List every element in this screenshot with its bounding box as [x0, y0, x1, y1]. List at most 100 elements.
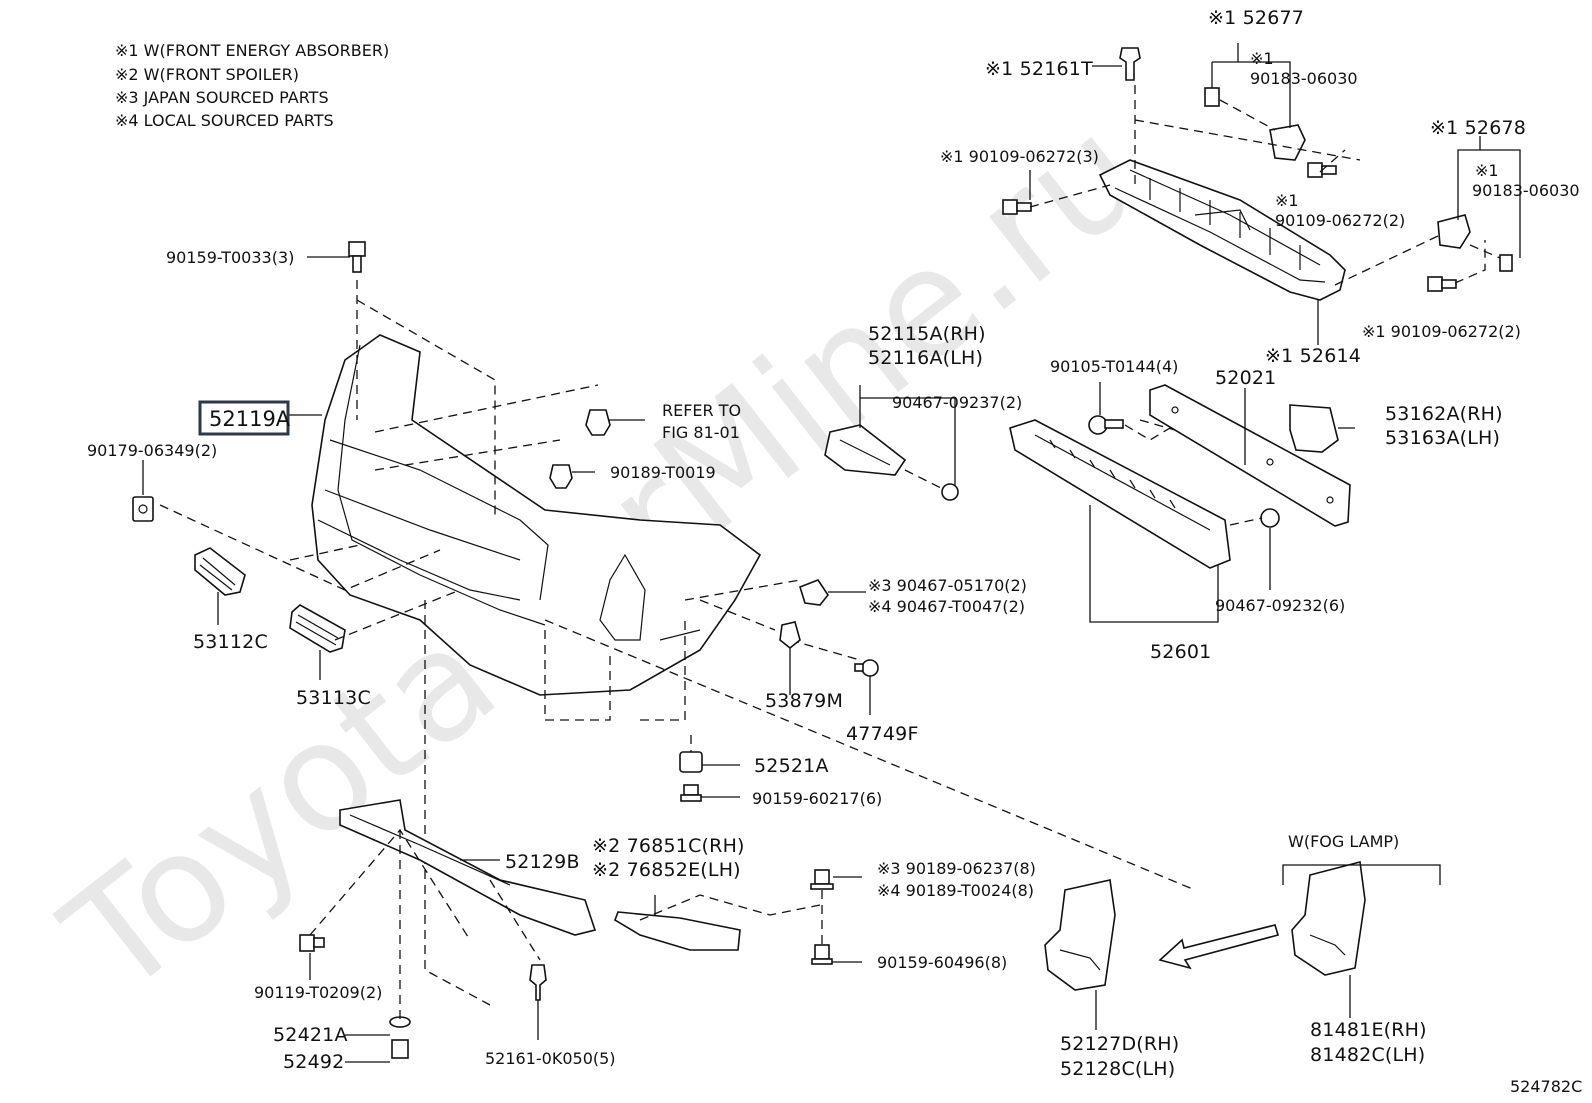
diagram-id: 524782C: [1510, 1077, 1582, 1096]
nut-90467-09232-icon: [1260, 508, 1280, 528]
bolt-90159-60217-icon: [680, 784, 702, 802]
label-90105: 90105-T0144(4): [1050, 357, 1178, 376]
screw-47749F-icon: [854, 659, 879, 677]
label-90189-T0019: 90189-T0019: [610, 463, 716, 482]
label-90467-09232: 90467-09232(6): [1215, 596, 1345, 615]
label-52492: 52492: [283, 1051, 344, 1073]
label-52127D: 52127D(RH): [1060, 1033, 1179, 1055]
bracket-53162A: [1289, 404, 1339, 453]
bumper-leaders: [142, 256, 645, 680]
label-90109-c: ※1 90109-06272(2): [1362, 322, 1521, 341]
label-52129B: 52129B: [505, 851, 580, 873]
retainer-52678: [1437, 214, 1471, 249]
nut-90467-09237-icon: [941, 483, 959, 501]
nut-90183-top-icon: [1204, 87, 1220, 107]
label-53113C: 53113C: [296, 687, 371, 709]
note-3: ※3 JAPAN SOURCED PARTS: [115, 88, 329, 107]
label-90467-09237: 90467-09237(2): [892, 393, 1022, 412]
clip-refer-icon: [585, 409, 611, 436]
nut-52521A-icon: [679, 751, 703, 773]
mudflap-52127D: [1044, 879, 1116, 991]
label-52116A: 52116A(LH): [868, 347, 983, 369]
label-47749F: 47749F: [846, 723, 919, 745]
label-53162A: 53162A(RH): [1385, 403, 1503, 425]
label-90109-b: 90109-06272(2): [1275, 211, 1405, 230]
label-76851C: ※2 76851C(RH): [592, 835, 745, 857]
nut-90179-icon: [132, 496, 154, 522]
reinforcement-leaders: [859, 382, 1355, 623]
reinforcement-52601: [1009, 419, 1231, 569]
grille-53113C: [289, 604, 346, 653]
label-52021: 52021: [1215, 367, 1276, 389]
label-81482C: 81482C(LH): [1310, 1044, 1425, 1066]
label-90183-right: 90183-06030: [1472, 181, 1580, 200]
label-81481E: 81481E(RH): [1310, 1019, 1427, 1041]
absorber-leaders: [1029, 43, 1521, 345]
direction-arrow-icon: [1158, 924, 1280, 970]
fog-lamp-bracket: [1282, 864, 1441, 885]
label-52421A: 52421A: [273, 1024, 348, 1046]
middle-leaders: [690, 591, 871, 798]
lower-leaders: [309, 859, 862, 1063]
label-90189-T0024: ※4 90189-T0024(8): [877, 881, 1034, 900]
reinforcement-dashed-lines: [904, 419, 1263, 526]
note-1: ※1 W(FRONT ENERGY ABSORBER): [115, 41, 389, 60]
absorber-52614: [1098, 159, 1346, 301]
mudflap-leaders: [1095, 975, 1351, 1030]
label-52521A: 52521A: [754, 755, 829, 777]
label-53112C: 53112C: [193, 631, 268, 653]
label-90189-06237: ※3 90189-06237(8): [877, 859, 1036, 878]
label-52119A: 52119A: [209, 407, 291, 431]
label-52614: ※1 52614: [1265, 345, 1361, 367]
mudflap-81481E: [1291, 860, 1366, 976]
label-90109-a: ※1 90109-06272(3): [940, 147, 1099, 166]
absorber-dashed-lines: [1029, 85, 1501, 286]
lower-dashed-lines: [309, 828, 823, 1020]
clip-53879M-icon: [779, 621, 801, 650]
label-52161-0K050: 52161-0K050(5): [485, 1049, 616, 1068]
label-refer-line1: REFER TO: [662, 401, 741, 420]
clip-90189-06237-icon: [810, 869, 834, 890]
label-90467-05170: ※3 90467-05170(2): [868, 576, 1027, 595]
retainer-52677: [1269, 124, 1306, 161]
label-refer-line2: FIG 81-01: [662, 423, 740, 442]
note-4: ※4 LOCAL SOURCED PARTS: [115, 111, 334, 130]
label-52128C: 52128C(LH): [1060, 1058, 1175, 1080]
label-90159-T0033: 90159-T0033(3): [166, 248, 294, 267]
label-90183-right-mark: ※1: [1475, 161, 1499, 180]
bolt-90105-icon: [1088, 415, 1124, 435]
label-90119: 90119-T0209(2): [254, 983, 382, 1002]
clip-90189-T0019-icon: [549, 464, 573, 489]
note-2: ※2 W(FRONT SPOILER): [115, 65, 299, 84]
legend-notes: ※1 W(FRONT ENERGY ABSORBER) ※2 W(FRONT S…: [115, 41, 389, 130]
highlight-box-52119A: [198, 400, 290, 436]
clip-52492-icon: [391, 1039, 409, 1059]
clip-90467-05170-icon: [799, 579, 829, 606]
part-labels: ※1 52161T ※1 52677 ※1 90183-06030 ※1 901…: [87, 7, 1582, 1096]
bolt-90159-T0033-icon: [348, 241, 366, 273]
label-52678: ※1 52678: [1430, 117, 1526, 139]
label-90159-60217: 90159-60217(6): [752, 789, 882, 808]
label-90183-top-mark: ※1: [1250, 49, 1274, 68]
grille-53112C: [194, 547, 246, 596]
bolt-90109-c-icon: [1427, 276, 1457, 292]
bolt-90119-icon: [299, 934, 325, 952]
label-90179: 90179-06349(2): [87, 441, 217, 460]
spoiler-76851C: [614, 911, 741, 951]
clip-52161T-icon: [1119, 47, 1141, 81]
label-90467-T0047: ※4 90467-T0047(2): [868, 597, 1025, 616]
bolt-90159-60496-icon: [811, 944, 833, 965]
under-cover-52129B: [339, 799, 597, 936]
label-fog-lamp: W(FOG LAMP): [1288, 832, 1399, 851]
reinforcement-52021: [1149, 384, 1351, 527]
label-53879M: 53879M: [765, 690, 843, 712]
label-52161T: ※1 52161T: [985, 58, 1093, 80]
nut-90183-right-icon: [1499, 254, 1513, 272]
clip-52161-0K050-icon: [529, 964, 547, 1001]
label-76852E: ※2 76852E(LH): [592, 859, 741, 881]
label-52677: ※1 52677: [1208, 7, 1304, 29]
label-90183-top: 90183-06030: [1250, 69, 1358, 88]
label-52115A: 52115A(RH): [868, 323, 986, 345]
